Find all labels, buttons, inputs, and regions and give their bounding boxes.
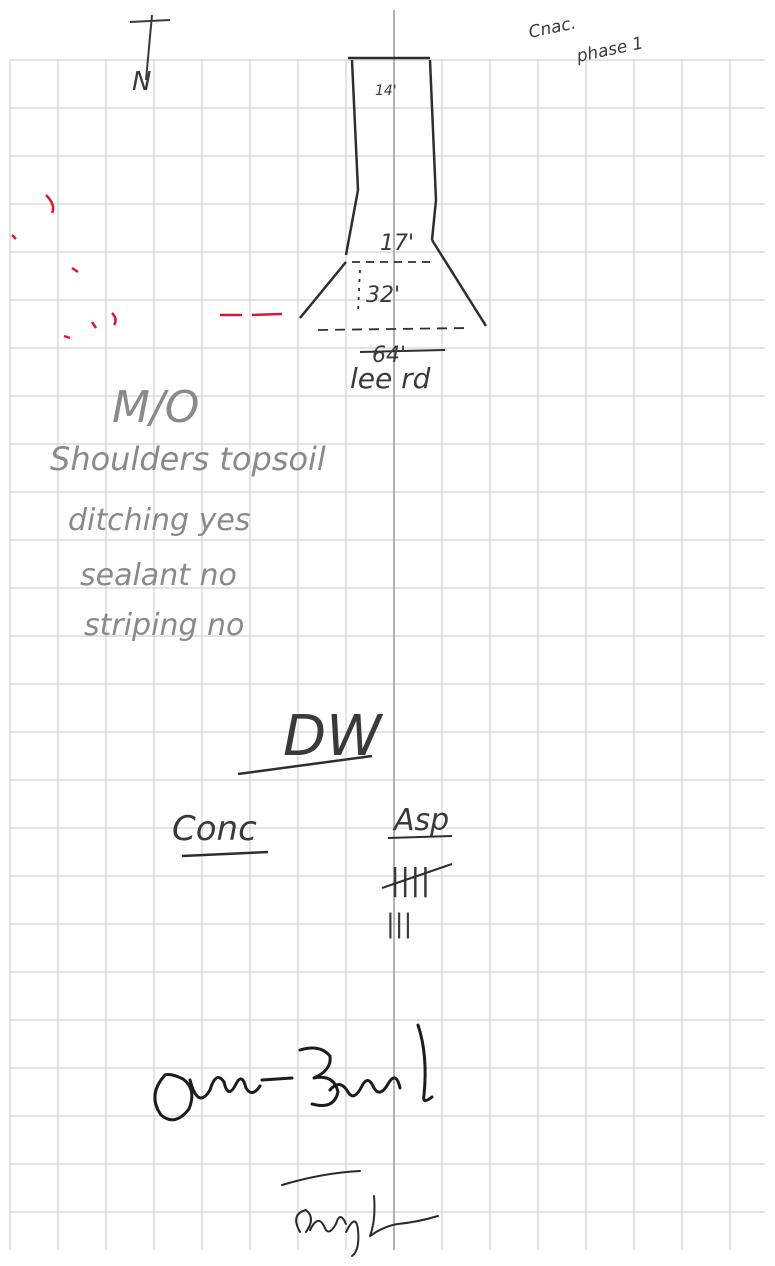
red-annotation-marks: [11, 194, 283, 340]
notes-line-1: Shoulders topsoil: [50, 440, 326, 478]
north-arrow-icon: [129, 14, 171, 81]
dw-underline: [237, 754, 373, 776]
asp-label: Asp: [392, 803, 449, 838]
width-label-mid: 17': [380, 231, 414, 256]
grid-lines: [9, 10, 765, 1250]
signature-primary: [153, 1023, 434, 1122]
width-label-base: 64': [372, 343, 406, 368]
conc-label: Conc: [172, 809, 257, 849]
asp-tally-strike: [381, 863, 453, 889]
dw-label: DW: [283, 704, 384, 769]
notes-heading: M/O: [112, 382, 199, 433]
notes-line-2: ditching yes: [68, 503, 250, 538]
conc-underline: [181, 850, 269, 858]
asp-tally-group: ||||: [390, 863, 430, 898]
signature-secondary: [281, 1170, 439, 1257]
asp-underline: [387, 835, 453, 839]
width-label-top: 14': [375, 83, 397, 99]
width-label-flare: 32': [366, 283, 400, 308]
notes-line-4: striping no: [84, 608, 244, 643]
road-name-label: lee rd: [350, 362, 431, 395]
road-diagram: [299, 56, 488, 353]
notes-line-3: sealant no: [80, 558, 237, 593]
asp-tally-extra: |||: [386, 909, 412, 939]
north-arrow-label: N: [132, 67, 151, 97]
